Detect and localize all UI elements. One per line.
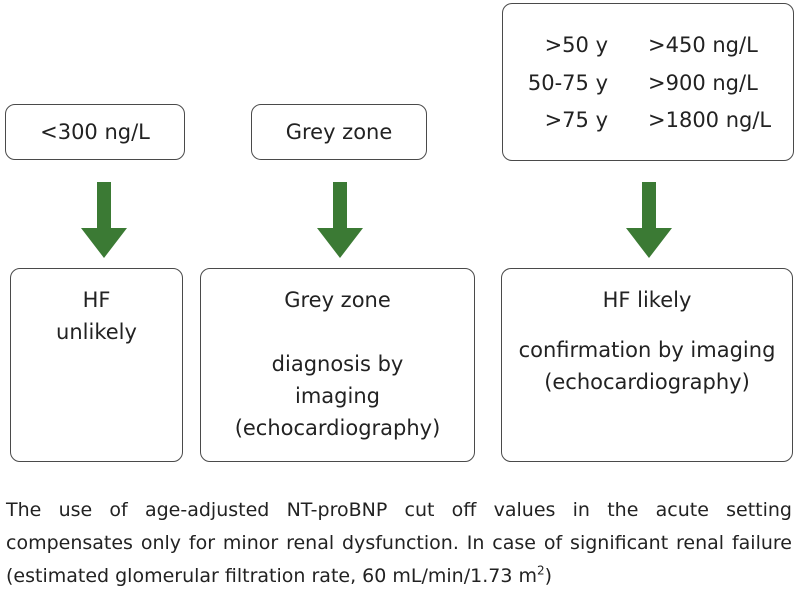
grey-zone-line: diagnosis by (271, 352, 404, 376)
hf-likely-line: confirmation by imaging (518, 338, 776, 362)
arrow-shape (317, 182, 363, 258)
box-hf-likely: HF likely confirmation by imaging (echoc… (501, 268, 793, 462)
down-arrow-icon (317, 182, 363, 258)
box-hf-unlikely: HF unlikely (10, 268, 183, 462)
age-label: >50 y (544, 33, 608, 57)
down-arrow-icon (626, 182, 672, 258)
box-low-cutoff: <300 ng/L (5, 104, 185, 160)
cutoff-value: >900 ng/L (648, 71, 758, 95)
age-cutoff-row: >50 y >450 ng/L (526, 30, 776, 61)
age-cutoff-row: 50-75 y >900 ng/L (526, 68, 776, 99)
caption-body: The use of age-adjusted NT-proBNP cut of… (6, 499, 792, 587)
age-label: 50-75 y (527, 71, 608, 95)
down-arrow-icon (81, 182, 127, 258)
grey-zone-line: imaging (295, 384, 380, 408)
caption-close: ) (544, 565, 553, 587)
hf-likely-line: (echocardiography) (544, 370, 750, 394)
arrow-shape (626, 182, 672, 258)
grey-zone-top-label: Grey zone (285, 120, 393, 144)
caption-superscript: 2 (536, 563, 545, 578)
caption-text: The use of age-adjusted NT-proBNP cut of… (6, 494, 792, 593)
hf-likely-title: HF likely (602, 288, 692, 312)
box-grey-zone-bottom: Grey zone diagnosis by imaging (echocard… (200, 268, 475, 462)
age-label: >75 y (544, 108, 608, 132)
box-grey-zone-top: Grey zone (251, 104, 427, 160)
box-age-cutoffs: >50 y >450 ng/L 50-75 y >900 ng/L >75 y … (502, 3, 794, 161)
age-cutoff-row: >75 y >1800 ng/L (526, 105, 776, 136)
cutoff-value: >450 ng/L (648, 33, 758, 57)
unlikely-label: unlikely (56, 320, 137, 344)
low-cutoff-label: <300 ng/L (40, 120, 150, 144)
arrow-shape (81, 182, 127, 258)
grey-zone-title: Grey zone (284, 288, 391, 312)
grey-zone-line: (echocardiography) (234, 416, 441, 440)
cutoff-value: >1800 ng/L (648, 108, 772, 132)
hf-label: HF (82, 288, 111, 312)
